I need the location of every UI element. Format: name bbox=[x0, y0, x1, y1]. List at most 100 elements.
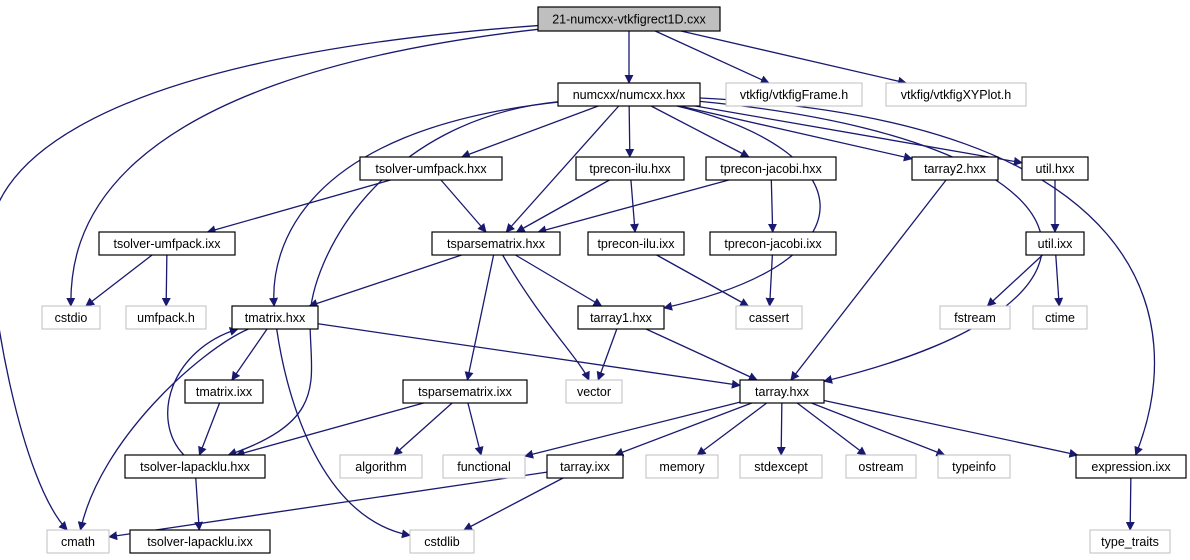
node-label: tsparsematrix.ixx bbox=[418, 385, 513, 399]
node-tarray[interactable]: tarray.hxx bbox=[739, 379, 825, 404]
edge-root-to-vtkframe bbox=[654, 30, 770, 84]
node-label: 21-numcxx-vtkfigrect1D.cxx bbox=[552, 13, 706, 27]
edge-tarray-to-stdexcept bbox=[776, 402, 786, 456]
edge-tsparse_ixx-to-lapack_hxx bbox=[235, 402, 424, 458]
edge-tarray_ixx-to-cstdlib bbox=[463, 477, 564, 531]
node-tmatrix-ixx[interactable]: tmatrix.ixx bbox=[184, 379, 264, 404]
node-lapack-ixx[interactable]: tsolver-lapacklu.ixx bbox=[129, 529, 271, 554]
node-vector: vector bbox=[565, 379, 623, 404]
node-label: type_traits bbox=[1101, 535, 1159, 549]
node-box bbox=[565, 379, 623, 404]
node-label: tprecon-ilu.hxx bbox=[589, 162, 671, 176]
node-box bbox=[575, 156, 685, 181]
edge-numcxx-to-jac_hxx bbox=[650, 105, 750, 158]
node-box bbox=[409, 529, 475, 554]
node-box bbox=[537, 6, 721, 32]
node-cstdio: cstdio bbox=[41, 305, 101, 330]
node-box bbox=[739, 379, 825, 404]
node-label: tarray1.hxx bbox=[590, 311, 653, 325]
node-label: cassert bbox=[749, 311, 790, 325]
node-box bbox=[442, 454, 526, 479]
node-label: vector bbox=[577, 385, 611, 399]
node-box bbox=[1089, 529, 1171, 554]
node-label: expression.ixx bbox=[1091, 460, 1171, 474]
node-label: vtkfig/vtkfigXYPlot.h bbox=[901, 88, 1012, 102]
node-tsparse-ixx[interactable]: tsparsematrix.ixx bbox=[402, 379, 528, 404]
node-box bbox=[645, 454, 719, 479]
node-label: fstream bbox=[954, 311, 996, 325]
node-box bbox=[41, 305, 101, 330]
node-type-traits: type_traits bbox=[1089, 529, 1171, 554]
node-label: umfpack.h bbox=[137, 311, 195, 325]
node-umf-hxx[interactable]: tsolver-umfpack.hxx bbox=[359, 156, 503, 181]
node-cstdlib: cstdlib bbox=[409, 529, 475, 554]
edge-tarray-to-functional bbox=[524, 401, 741, 459]
node-label: tprecon-ilu.ixx bbox=[597, 237, 675, 251]
node-label: tsolver-umfpack.hxx bbox=[375, 162, 487, 176]
edge-tmatrix-to-cstdlib bbox=[276, 328, 411, 539]
edge-jac_hxx-to-tsparse bbox=[537, 179, 730, 235]
node-label: memory bbox=[659, 460, 705, 474]
node-label: tprecon-jacobi.hxx bbox=[720, 162, 822, 176]
node-label: stdexcept bbox=[754, 460, 808, 474]
node-box bbox=[735, 305, 803, 330]
node-label: tmatrix.ixx bbox=[196, 385, 253, 399]
node-numcxx[interactable]: numcxx/numcxx.hxx bbox=[557, 82, 701, 107]
edge-ilu_ixx-to-cassert bbox=[656, 254, 750, 307]
node-label: typeinfo bbox=[952, 460, 996, 474]
edge-numcxx-to-tsparse bbox=[505, 105, 620, 233]
node-label: cstdio bbox=[55, 311, 88, 325]
node-tmatrix[interactable]: tmatrix.hxx bbox=[231, 305, 319, 330]
node-util-hxx[interactable]: util.hxx bbox=[1021, 156, 1089, 181]
edge-numcxx-to-expression bbox=[699, 97, 1156, 456]
edge-util_ixx-to-fstream bbox=[986, 254, 1044, 307]
node-box bbox=[939, 305, 1011, 330]
node-ilu-hxx[interactable]: tprecon-ilu.hxx bbox=[575, 156, 685, 181]
node-label: cstdlib bbox=[424, 535, 459, 549]
edge-tmatrix-to-tarray bbox=[317, 323, 741, 389]
edge-jac_ixx-to-cassert bbox=[765, 254, 775, 307]
node-root[interactable]: 21-numcxx-vtkfigrect1D.cxx bbox=[537, 6, 721, 32]
edge-tsparse-to-tsparse_ixx bbox=[464, 254, 495, 381]
node-umf-ixx[interactable]: tsolver-umfpack.ixx bbox=[98, 231, 236, 256]
edge-numcxx-to-tarray1 bbox=[663, 105, 821, 311]
edge-numcxx-to-ilu_hxx bbox=[625, 105, 635, 158]
node-ilu-ixx[interactable]: tprecon-ilu.ixx bbox=[587, 231, 685, 256]
node-lapack-hxx[interactable]: tsolver-lapacklu.hxx bbox=[124, 454, 266, 479]
node-label: ostream bbox=[858, 460, 903, 474]
node-umfpack: umfpack.h bbox=[125, 305, 207, 330]
node-tarray1[interactable]: tarray1.hxx bbox=[577, 305, 665, 330]
edge-expression-to-type_traits bbox=[1125, 477, 1135, 531]
node-jac-hxx[interactable]: tprecon-jacobi.hxx bbox=[705, 156, 837, 181]
node-box bbox=[402, 379, 528, 404]
node-box bbox=[725, 82, 863, 107]
node-label: tprecon-jacobi.ixx bbox=[724, 237, 822, 251]
node-box bbox=[739, 454, 823, 479]
edge-util_ixx-to-ctime bbox=[1054, 254, 1064, 307]
node-functional: functional bbox=[442, 454, 526, 479]
node-label: numcxx/numcxx.hxx bbox=[573, 88, 686, 102]
node-tarray-ixx[interactable]: tarray.ixx bbox=[546, 454, 624, 479]
node-label: functional bbox=[457, 460, 511, 474]
node-ctime: ctime bbox=[1032, 305, 1088, 330]
node-tarray2[interactable]: tarray2.hxx bbox=[911, 156, 999, 181]
node-box bbox=[231, 305, 319, 330]
node-label: ctime bbox=[1045, 311, 1075, 325]
edge-numcxx-to-tarray bbox=[699, 100, 1043, 384]
node-box bbox=[98, 231, 236, 256]
node-util-ixx[interactable]: util.ixx bbox=[1025, 231, 1085, 256]
node-box bbox=[546, 454, 624, 479]
node-tsparse[interactable]: tsparsematrix.hxx bbox=[431, 231, 561, 256]
node-jac-ixx[interactable]: tprecon-jacobi.ixx bbox=[709, 231, 837, 256]
edge-numcxx-to-tmatrix bbox=[269, 101, 559, 307]
node-memory: memory bbox=[645, 454, 719, 479]
edge-numcxx-to-tarray2 bbox=[679, 105, 913, 162]
edge-umf_hxx-to-tsparse bbox=[440, 179, 487, 233]
node-box bbox=[911, 156, 999, 181]
edge-tsparse_ixx-to-algorithm bbox=[393, 402, 453, 456]
node-expression[interactable]: expression.ixx bbox=[1075, 454, 1187, 479]
edge-root-to-cmath bbox=[0, 24, 539, 531]
node-label: cmath bbox=[61, 535, 95, 549]
node-fstream: fstream bbox=[939, 305, 1011, 330]
edge-tarray2-to-tarray bbox=[790, 179, 947, 381]
